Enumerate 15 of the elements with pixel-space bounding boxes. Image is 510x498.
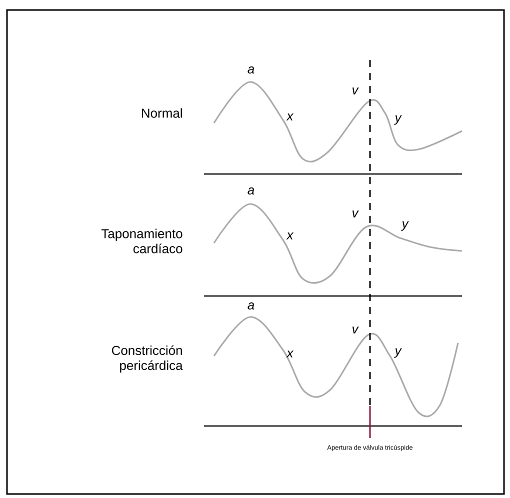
wave-label: x [286, 114, 294, 120]
row-label: Taponamiento cardíaco [101, 228, 182, 254]
wave-label: a [248, 66, 254, 74]
wave-label: v [352, 326, 359, 334]
row-label: Normal [142, 108, 182, 118]
wave-label: v [352, 88, 359, 94]
wave-label: x [286, 350, 294, 358]
wave-label: a [248, 302, 254, 310]
row-label: Constricción pericárdica [112, 345, 183, 373]
wave-label: y [394, 115, 402, 125]
wave-label: a [248, 187, 254, 195]
wave-label: x [286, 232, 294, 240]
wave-label: y [401, 221, 409, 231]
wave-label: v [352, 210, 359, 218]
wave-label: y [394, 348, 402, 358]
